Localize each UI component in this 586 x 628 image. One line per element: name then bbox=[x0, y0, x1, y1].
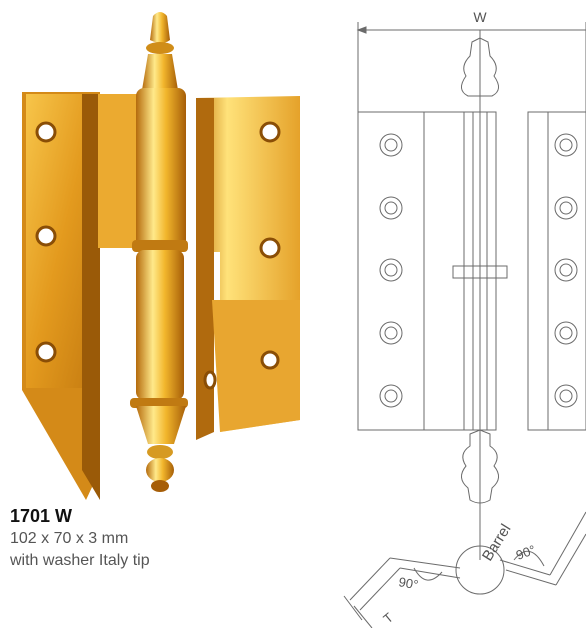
bottom-view bbox=[343, 511, 586, 628]
product-model: 1701 W bbox=[10, 506, 73, 526]
right-leaf bbox=[196, 96, 300, 440]
hinge-barrel bbox=[130, 12, 188, 492]
barrel-label: Barrel bbox=[479, 521, 515, 564]
width-dimension bbox=[356, 22, 586, 112]
left-leaf bbox=[22, 92, 140, 500]
width-label: W bbox=[473, 9, 487, 25]
product-description: with washer Italy tip bbox=[10, 552, 150, 569]
angle-left-label: 90° bbox=[397, 574, 419, 592]
thickness-label: T bbox=[380, 610, 396, 627]
hinge-technical-drawing: W Barrel 90° 90° T bbox=[343, 9, 586, 628]
barrel-outline bbox=[452, 30, 508, 560]
drawing-screw-holes-left bbox=[379, 133, 403, 408]
right-screw-holes bbox=[203, 121, 281, 390]
left-screw-holes bbox=[35, 121, 57, 363]
product-dimensions: 102 x 70 x 3 mm bbox=[10, 530, 129, 547]
drawing-screw-holes-right bbox=[554, 133, 578, 408]
leaves-outline bbox=[357, 111, 586, 431]
hinge-photo bbox=[22, 12, 300, 500]
angle-right-label: 90° bbox=[514, 542, 538, 563]
